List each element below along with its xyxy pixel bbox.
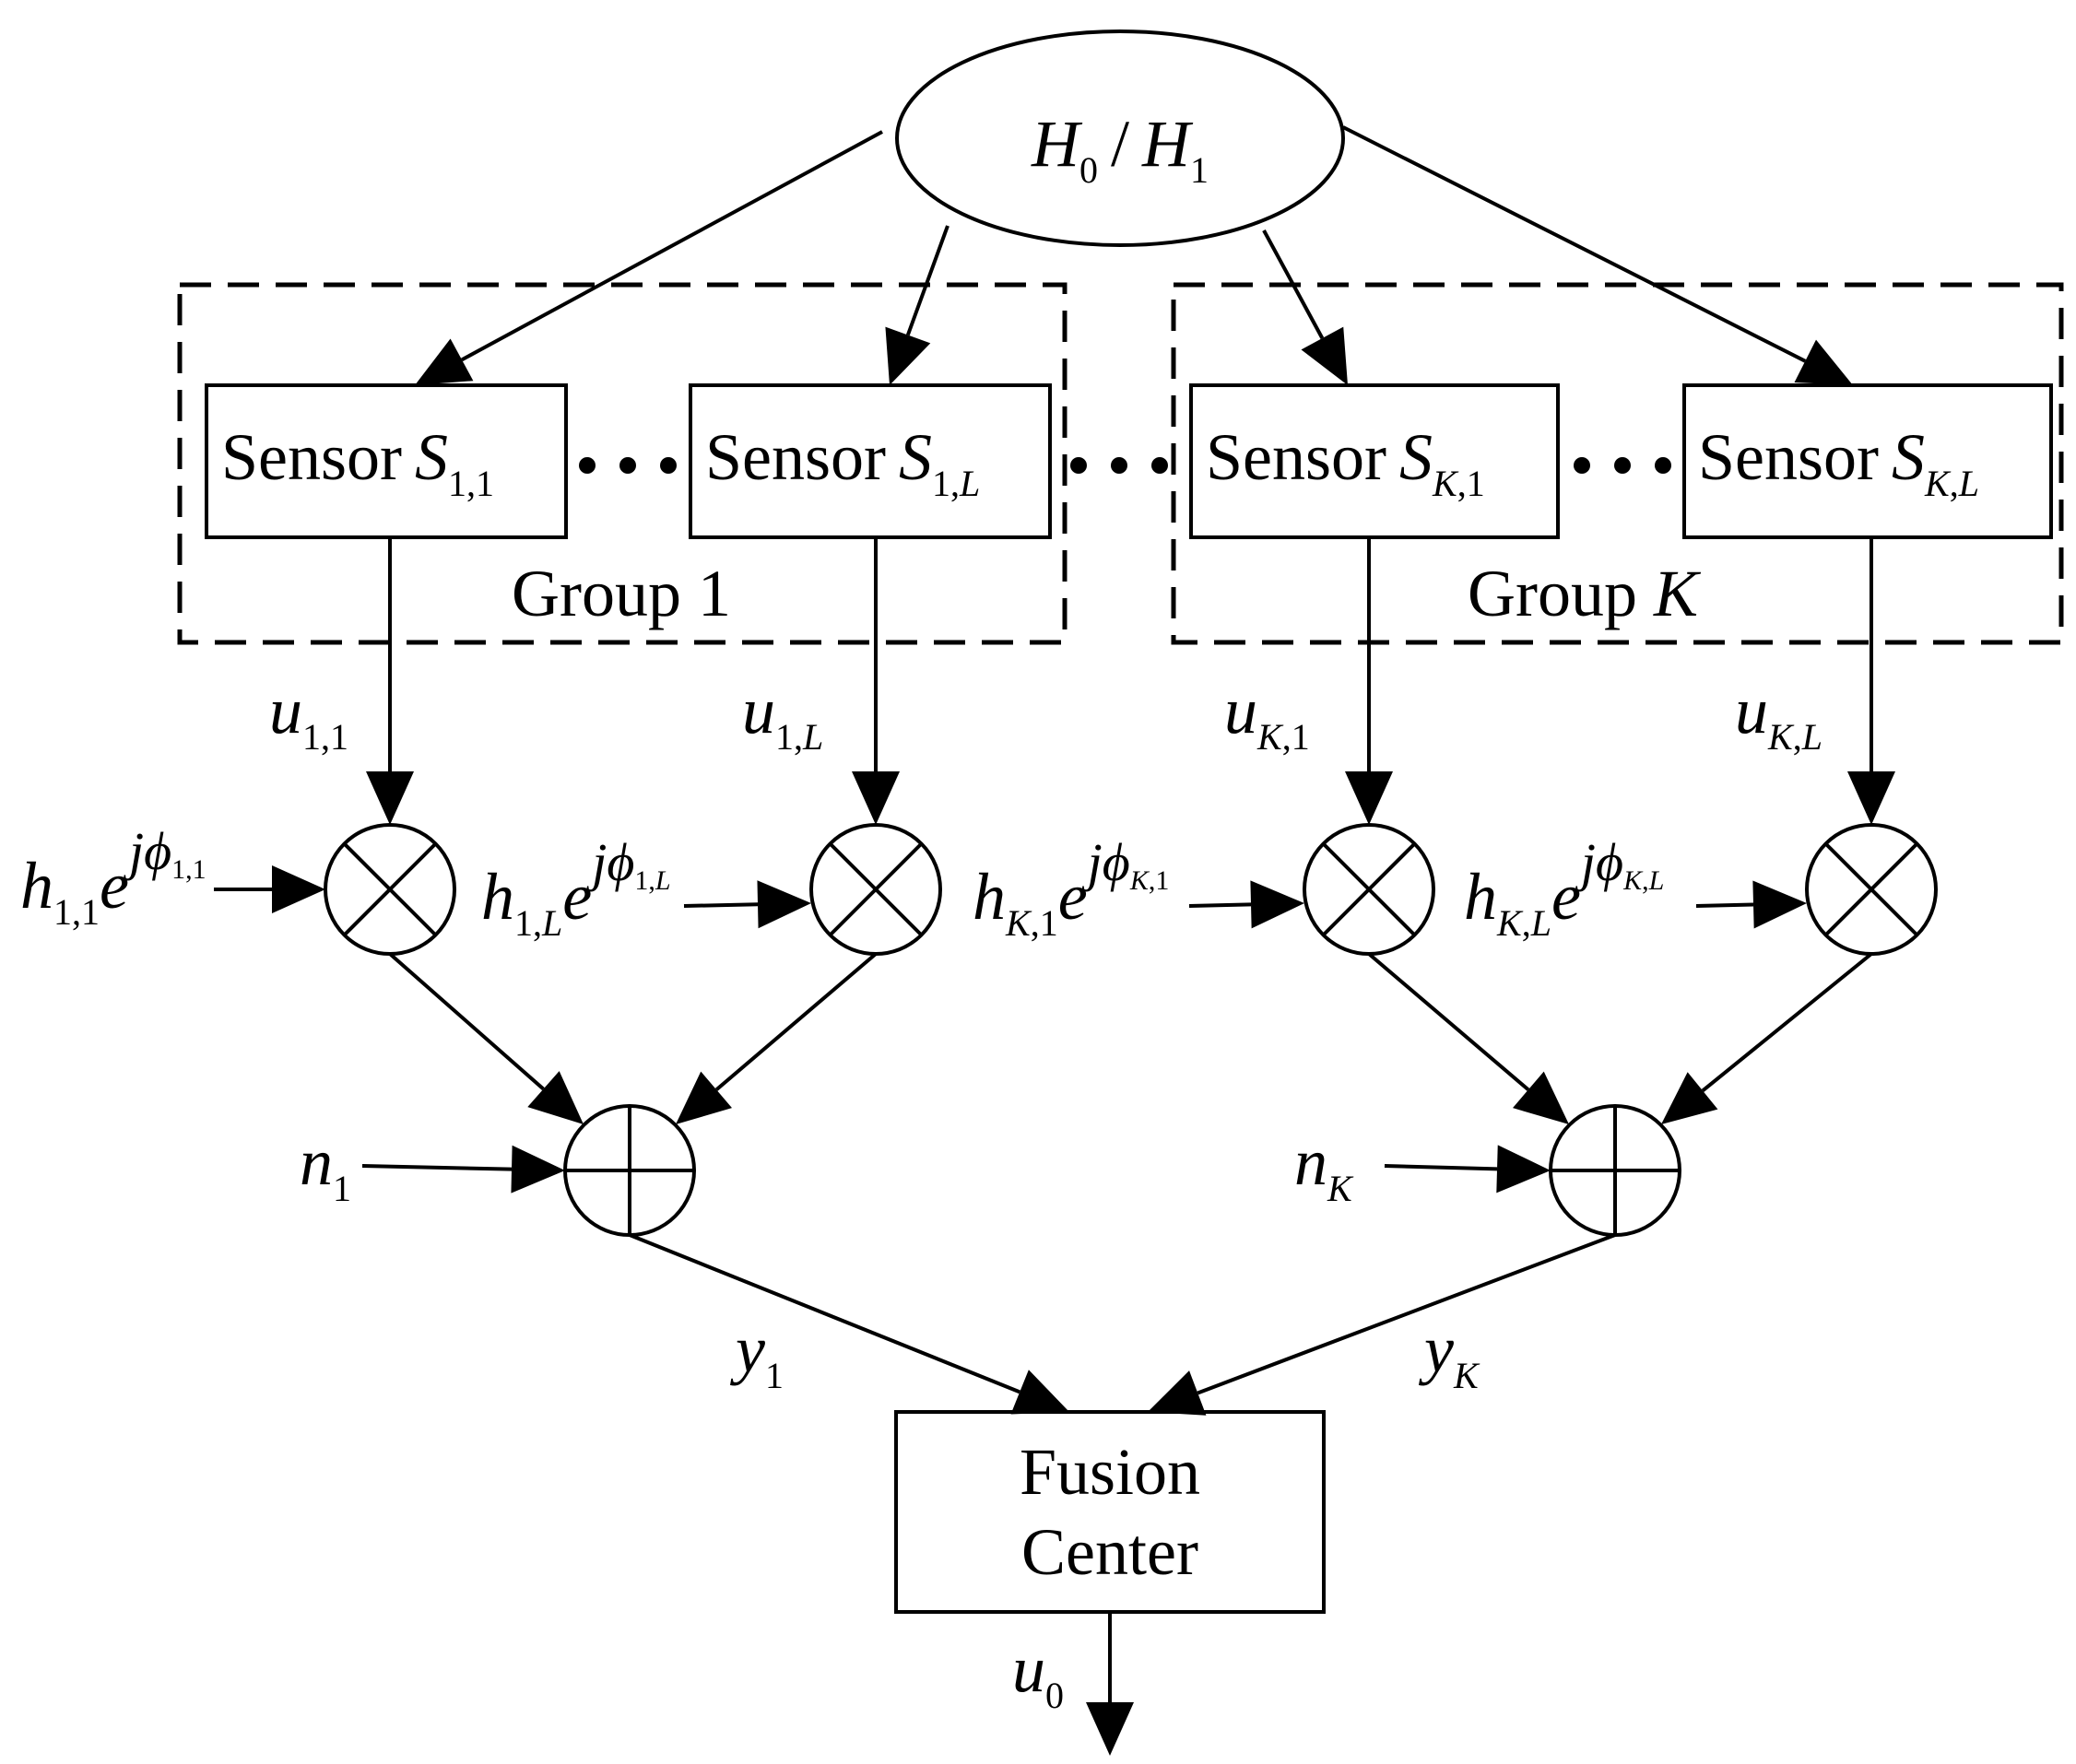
- multiplier-K-L: [1805, 823, 1938, 956]
- adder-group-k: [1549, 1104, 1681, 1237]
- arrow-sensor-K-L-to-mult: [1847, 537, 1895, 825]
- decision-label-K-L: uK,L: [1735, 674, 1822, 758]
- arrow-noise-1-to-adder-head: [511, 1145, 565, 1194]
- arrow-sensor-K-1-to-mult-head: [1345, 771, 1393, 825]
- arrow-hyp-to-sensor-1-L: [885, 225, 950, 385]
- hypothesis-ellipse: [895, 29, 1345, 247]
- fusion-center-line-1: Fusion: [1020, 1435, 1200, 1509]
- arrow-mult-1-L-to-adder: [676, 952, 878, 1124]
- final-decision-label: u0: [1012, 1632, 1064, 1716]
- arrow-sensor-1-1-to-mult: [366, 537, 414, 825]
- arrow-chan-1-L-to-mult: [683, 880, 811, 929]
- sensor-box-1-1: [205, 383, 568, 539]
- output-label-1: y1: [729, 1312, 784, 1396]
- arrow-hyp-to-sensor-K-1-head: [1301, 326, 1348, 385]
- arrow-hyp-to-sensor-1-1-head: [415, 338, 474, 385]
- ellipsis-dots-group-1: [579, 457, 677, 474]
- multiplier-1-1: [324, 823, 456, 956]
- arrow-chan-1-L-to-mult-head: [757, 880, 811, 929]
- arrow-mult-1-1-to-adder-head: [527, 1071, 584, 1124]
- channel-label-1-L: h1,Lejϕ1,L: [481, 832, 671, 944]
- channel-label-1-1: h1,1ejϕ1,1: [20, 821, 206, 933]
- sensor-box-K-1: [1189, 383, 1560, 539]
- arrow-chan-K-L-to-mult-head: [1752, 880, 1807, 929]
- decision-label-1-1: u1,1: [269, 674, 348, 758]
- ellipsis-dots-group-k: [1574, 457, 1671, 474]
- arrow-mult-1-1-to-adder: [388, 952, 584, 1124]
- arrow-hyp-to-sensor-K-L: [1342, 125, 1853, 385]
- arrows: [214, 125, 1895, 1756]
- noise-label-1: n1: [300, 1125, 351, 1209]
- arrow-adder-k-to-fusion-head: [1148, 1370, 1207, 1416]
- sensor-box-1-L: [689, 383, 1052, 539]
- arrow-adder-k-to-fusion: [1148, 1233, 1616, 1416]
- channel-label-K-1: hK,1ejϕK,1: [973, 832, 1169, 944]
- multiplier-K-1: [1303, 823, 1435, 956]
- arrow-hyp-to-sensor-1-1: [415, 130, 883, 385]
- arrow-hyp-to-sensor-1-L-head: [885, 326, 931, 385]
- arrow-sensor-1-L-to-mult-head: [852, 771, 900, 825]
- arrow-fusion-to-output-head: [1086, 1702, 1134, 1756]
- fusion-center-box: [894, 1410, 1326, 1614]
- arrow-hyp-to-sensor-K-L-head: [1794, 339, 1853, 385]
- fusion-center-line-2: Center: [1021, 1515, 1198, 1589]
- hypothesis-label: H0/H1: [1031, 107, 1209, 191]
- decision-label-K-1: uK,1: [1224, 674, 1310, 758]
- arrow-noise-1-to-adder: [361, 1145, 565, 1194]
- arrow-mult-K-L-to-adder: [1661, 952, 1873, 1124]
- arrow-sensor-K-L-to-mult-head: [1847, 771, 1895, 825]
- decision-label-1-L: u1,L: [742, 674, 823, 758]
- group-k-box: [1171, 282, 2064, 645]
- arrow-mult-K-1-to-adder: [1367, 952, 1569, 1124]
- arrow-sensor-1-1-to-mult-head: [366, 771, 414, 825]
- arrow-adder-1-to-fusion: [629, 1233, 1069, 1415]
- channel-label-K-L: hK,LejϕK,L: [1464, 832, 1664, 944]
- arrow-mult-1-L-to-adder-head: [676, 1071, 733, 1124]
- arrow-noise-k-to-adder: [1384, 1145, 1551, 1194]
- arrow-chan-K-1-to-mult-head: [1250, 880, 1304, 929]
- arrow-mult-K-L-to-adder-head: [1661, 1072, 1718, 1124]
- arrow-chan-1-1-to-mult: [214, 865, 325, 913]
- sensor-box-K-L: [1682, 383, 2053, 539]
- ellipsis-dots-between-groups: [1070, 457, 1168, 474]
- arrow-mult-K-1-to-adder-head: [1512, 1071, 1569, 1124]
- arrow-noise-k-to-adder-head: [1496, 1145, 1551, 1194]
- output-label-k: yK: [1418, 1312, 1480, 1396]
- noise-label-k: nK: [1294, 1125, 1354, 1209]
- adder-group-1: [563, 1104, 696, 1237]
- arrow-sensor-1-L-to-mult: [852, 537, 900, 825]
- arrow-adder-1-to-fusion-head: [1010, 1370, 1069, 1415]
- arrow-chan-K-L-to-mult: [1695, 880, 1807, 929]
- arrow-chan-K-1-to-mult: [1188, 880, 1304, 929]
- multiplier-1-L: [809, 823, 942, 956]
- arrow-sensor-K-1-to-mult: [1345, 537, 1393, 825]
- arrow-hyp-to-sensor-K-1: [1262, 229, 1348, 385]
- group-1-box: [177, 282, 1067, 645]
- arrow-chan-1-1-to-mult-head: [272, 865, 325, 913]
- arrow-fusion-to-output: [1086, 1612, 1134, 1756]
